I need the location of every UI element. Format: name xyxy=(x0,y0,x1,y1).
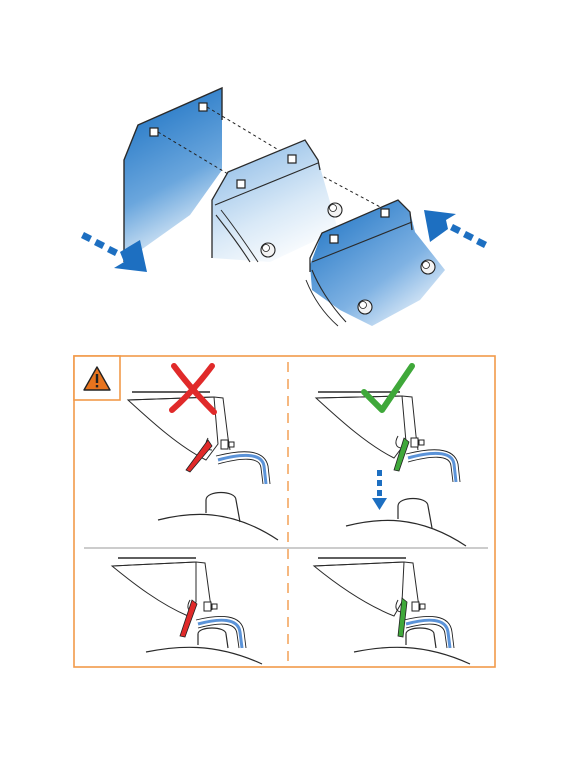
blue-bracket xyxy=(405,618,452,649)
green-check-icon xyxy=(361,363,415,413)
green-clip xyxy=(397,597,408,638)
blue-bracket xyxy=(217,454,268,485)
stud-icon xyxy=(260,242,276,258)
dotted-arrow-up-left-icon xyxy=(424,210,487,248)
red-clip xyxy=(185,439,213,473)
stud-icon xyxy=(357,299,373,315)
exploded-assembly-view xyxy=(81,86,487,327)
panel-bottom-left xyxy=(110,557,263,665)
stud-icon xyxy=(420,259,436,275)
rail-fixpoint xyxy=(405,627,437,649)
blue-bracket xyxy=(407,452,458,483)
stud-icon xyxy=(327,202,343,218)
warning-frame xyxy=(73,355,496,668)
panel-slot-icon xyxy=(287,154,297,164)
panel-slot-icon xyxy=(329,234,339,244)
dotted-arrow-down-icon xyxy=(372,470,387,510)
red-clip xyxy=(179,599,198,638)
roof-rail-profile xyxy=(353,646,471,665)
red-cross-icon xyxy=(169,363,217,415)
blue-bracket xyxy=(197,618,244,649)
panel-top-right xyxy=(314,363,467,547)
panel-slot-icon xyxy=(236,179,246,189)
warning-triangle-icon xyxy=(83,366,111,391)
roof-rail-profile xyxy=(157,513,279,541)
panel-slot-icon xyxy=(198,102,208,112)
middle-panel xyxy=(211,139,343,263)
rail-fixpoint xyxy=(397,497,433,529)
back-panel xyxy=(123,86,223,262)
panel-slot-icon xyxy=(149,127,159,137)
front-panel xyxy=(305,199,445,327)
panel-bottom-right xyxy=(312,557,471,665)
roof-rail-profile xyxy=(345,519,467,547)
dotted-arrow-down-right-icon xyxy=(81,232,147,272)
rail-fixpoint xyxy=(197,627,229,649)
green-clip xyxy=(393,437,410,472)
panel-slot-icon xyxy=(380,208,390,218)
panel-top-left xyxy=(126,363,279,541)
rail-fixpoint xyxy=(205,491,241,523)
roof-rail-profile xyxy=(145,646,263,665)
